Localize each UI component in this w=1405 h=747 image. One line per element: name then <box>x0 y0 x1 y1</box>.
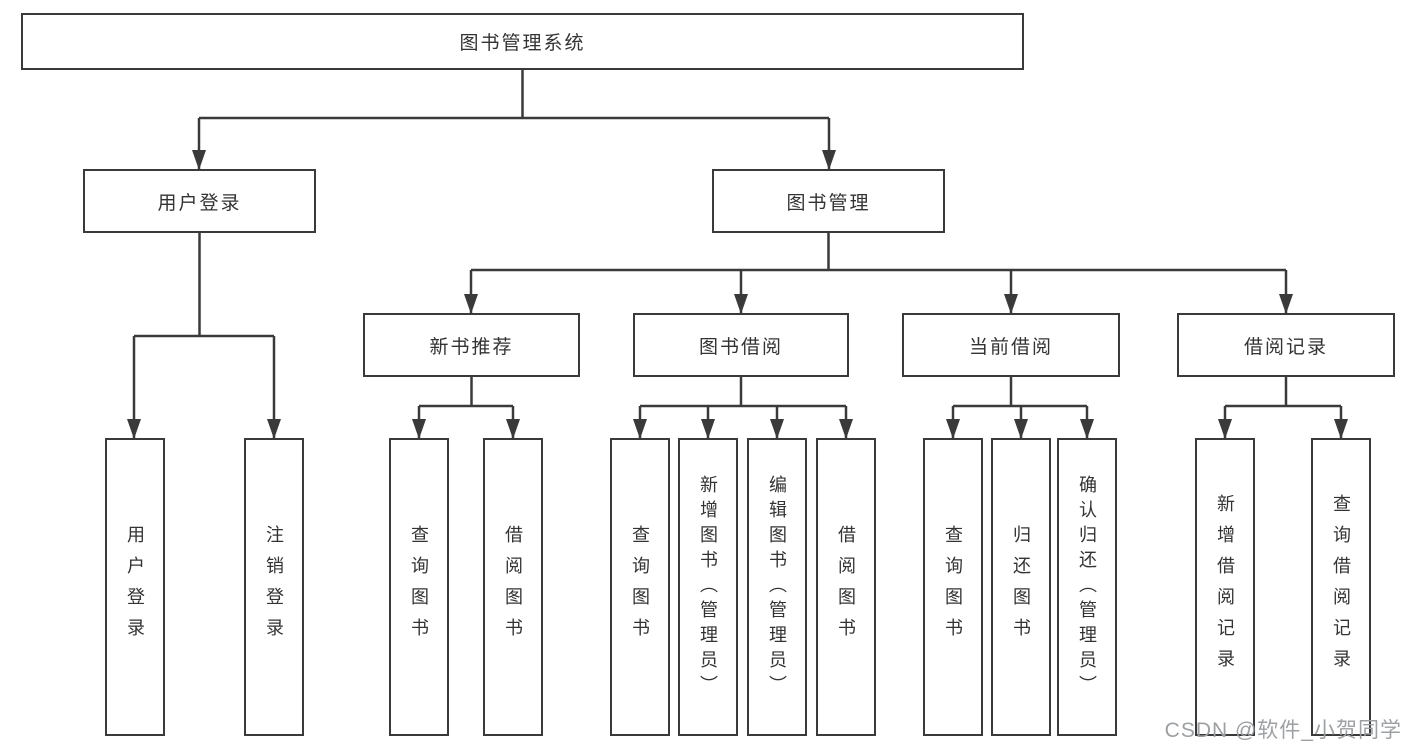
node-book-management-label: 图书管理 <box>786 192 871 214</box>
node-new-book-recommend: 新书推荐 <box>363 313 580 377</box>
node-book-borrowing-label: 图书借阅 <box>698 336 783 358</box>
leaf-logout: 注销登录 <box>244 438 304 736</box>
leaf-return-book: 归还图书 <box>991 438 1051 736</box>
leaf-query-books-borrow: 查询图书 <box>610 438 670 736</box>
leaf-borrow-books-recommend-label: 借阅图书 <box>503 525 523 649</box>
node-borrowing-records-label: 借阅记录 <box>1243 336 1328 358</box>
node-book-borrowing: 图书借阅 <box>633 313 849 377</box>
leaf-query-books-current: 查询图书 <box>923 438 983 736</box>
leaf-confirm-return-admin: 确认归还（管理员） <box>1057 438 1117 736</box>
leaf-logout-label: 注销登录 <box>264 525 284 649</box>
leaf-borrow-books-label: 借阅图书 <box>836 525 856 649</box>
leaf-edit-book-admin: 编辑图书（管理员） <box>747 438 807 736</box>
connector-user-login-split <box>134 233 274 338</box>
leaf-query-books-recommend-label: 查询图书 <box>409 525 429 649</box>
leaf-add-borrow-record: 新增借阅记录 <box>1195 438 1255 736</box>
leaf-return-book-label: 归还图书 <box>1011 525 1031 649</box>
leaf-query-borrow-record-label: 查询借阅记录 <box>1331 494 1351 680</box>
leaf-query-books-current-label: 查询图书 <box>943 525 963 649</box>
node-current-borrowing-label: 当前借阅 <box>968 336 1053 358</box>
leaf-borrow-books: 借阅图书 <box>816 438 876 736</box>
leaf-confirm-return-admin-label: 确认归还（管理员） <box>1077 474 1097 700</box>
leaf-borrow-books-recommend: 借阅图书 <box>483 438 543 736</box>
connector-arrows <box>127 118 1348 439</box>
connector-borrow-records-split <box>1225 377 1341 408</box>
leaf-edit-book-admin-label: 编辑图书（管理员） <box>767 474 787 700</box>
connector-current-borrow-split <box>953 377 1087 408</box>
node-user-login-label: 用户登录 <box>157 192 242 214</box>
connector-root-to-level2 <box>199 70 829 120</box>
leaf-add-book-admin-label: 新增图书（管理员） <box>698 474 718 700</box>
leaf-query-borrow-record: 查询借阅记录 <box>1311 438 1371 736</box>
node-current-borrowing: 当前借阅 <box>902 313 1120 377</box>
leaf-user-login: 用户登录 <box>105 438 165 736</box>
node-user-login: 用户登录 <box>83 169 316 233</box>
leaf-add-borrow-record-label: 新增借阅记录 <box>1215 494 1235 680</box>
watermark: CSDN @软件_小贺同学 <box>1164 719 1402 742</box>
leaf-query-books-recommend: 查询图书 <box>389 438 449 736</box>
node-borrowing-records: 借阅记录 <box>1177 313 1395 377</box>
connector-new-book-split <box>419 377 513 408</box>
leaf-add-book-admin: 新增图书（管理员） <box>678 438 738 736</box>
node-book-management: 图书管理 <box>712 169 945 233</box>
leaf-query-books-borrow-label: 查询图书 <box>630 525 650 649</box>
connector-book-borrow-split <box>640 377 846 408</box>
leaf-user-login-label: 用户登录 <box>125 525 145 649</box>
node-new-book-recommend-label: 新书推荐 <box>429 336 514 358</box>
connector-book-mgmt-split <box>471 233 1286 272</box>
node-root-label: 图书管理系统 <box>459 33 586 54</box>
node-root-system: 图书管理系统 <box>21 13 1024 70</box>
